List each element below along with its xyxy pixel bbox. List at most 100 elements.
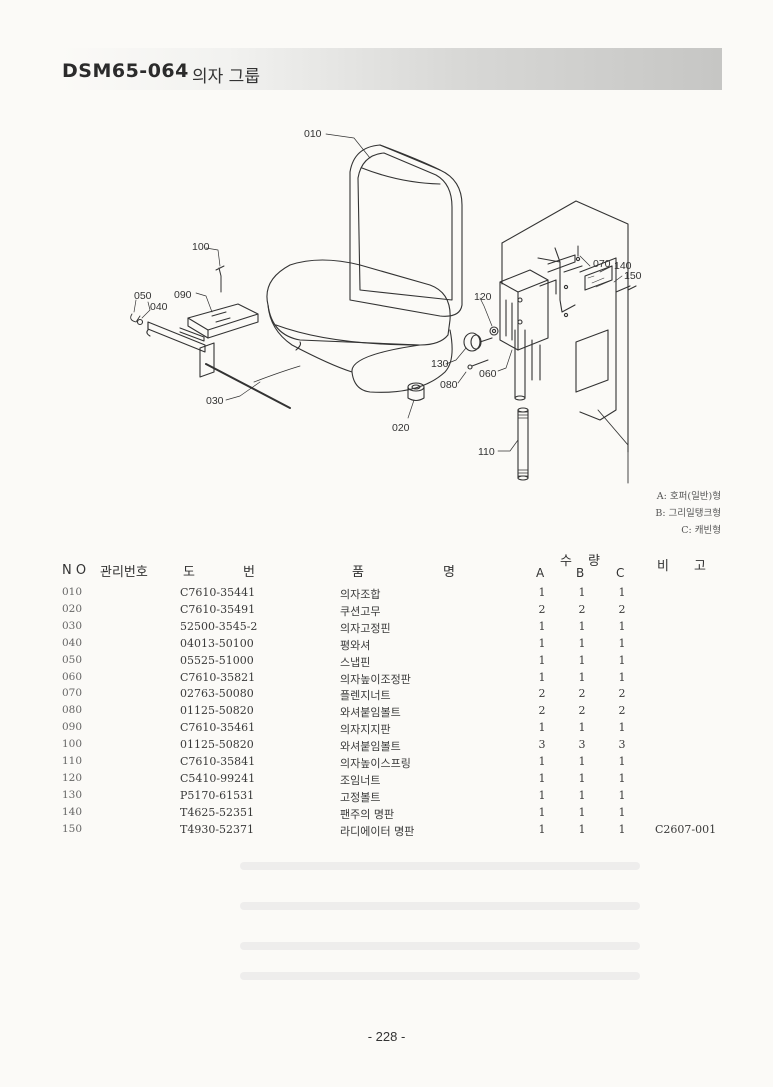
qty-b: 1 <box>578 755 586 768</box>
qty-c: 1 <box>618 788 626 802</box>
qty-c: 2 <box>618 704 626 718</box>
remark: C2607-001 <box>655 822 717 836</box>
header-band <box>60 48 722 90</box>
header-title: 의자 그룹 <box>192 67 260 87</box>
qty-a: 1 <box>538 619 546 633</box>
qty-b: 1 <box>578 771 586 785</box>
qty-c: 1 <box>618 721 626 735</box>
height-adjust-plate <box>499 269 557 351</box>
qty-a: 1 <box>538 636 546 650</box>
row-number: 110 <box>62 755 83 767</box>
part-code: 02763-50080 <box>180 687 254 701</box>
qty-a: 1 <box>538 771 546 785</box>
part-name: 조임너트 <box>340 773 381 787</box>
th-remarks-2: 고 <box>694 559 706 574</box>
callout-120: 120 <box>474 291 492 303</box>
th-part-2: 명 <box>443 565 455 580</box>
qty-a: 2 <box>538 687 546 701</box>
qty-c: 3 <box>618 738 626 752</box>
row-number: 040 <box>62 636 83 649</box>
qty-c: 1 <box>618 755 626 768</box>
row-number: 020 <box>62 602 83 615</box>
th-col-a: A <box>536 566 545 580</box>
callout-070: 070 <box>593 258 611 270</box>
qty-b: 1 <box>578 822 586 836</box>
qty-b: 1 <box>578 670 586 684</box>
callout-140: 140 <box>614 260 632 272</box>
support-plate <box>146 303 259 378</box>
part-code: C7610-35821 <box>180 670 256 684</box>
callout-080: 080 <box>440 379 458 391</box>
part-code: 04013-50100 <box>180 636 254 650</box>
qty-b: 1 <box>578 653 586 667</box>
part-code: P5170-61531 <box>180 788 255 802</box>
qty-a: 1 <box>538 822 546 836</box>
part-code: 01125-50820 <box>180 704 254 718</box>
part-name: 라디에이터 명판 <box>340 824 415 838</box>
row-number: 050 <box>62 653 83 666</box>
table-row: 130 P5170-61531 고정볼트 1 1 1 <box>0 789 773 806</box>
callout-020: 020 <box>392 422 410 434</box>
th-no: N O <box>62 563 87 578</box>
qty-b: 2 <box>578 687 586 701</box>
qty-c: 1 <box>618 822 626 836</box>
row-number: 030 <box>62 619 83 632</box>
row-number: 070 <box>62 687 83 700</box>
qty-c: 1 <box>618 805 626 819</box>
qty-a: 1 <box>538 755 546 768</box>
qty-c: 1 <box>618 636 626 650</box>
qty-b: 1 <box>578 586 586 599</box>
qty-c: 1 <box>618 619 626 633</box>
part-name: 평와셔 <box>340 638 371 652</box>
part-code: T4930-52371 <box>180 822 255 836</box>
row-number: 080 <box>62 704 83 717</box>
part-code: 01125-50820 <box>180 738 254 752</box>
scan-artifact <box>240 862 640 870</box>
part-name: 고정볼트 <box>340 790 381 804</box>
callout-010: 010 <box>304 128 322 140</box>
part-name: 팬주의 명판 <box>340 807 395 821</box>
seat-pin <box>205 363 291 409</box>
part-name: 플렌지너트 <box>340 689 391 703</box>
qty-b: 1 <box>578 805 586 819</box>
th-col-c: C <box>616 566 625 580</box>
qty-a: 1 <box>538 586 546 599</box>
qty-a: 3 <box>538 738 546 752</box>
scan-artifact <box>240 972 640 980</box>
qty-b: 1 <box>578 788 586 802</box>
part-name: 의자고정핀 <box>340 621 391 635</box>
qty-a: 1 <box>538 653 546 667</box>
qty-a: 1 <box>538 670 546 684</box>
seat-backrest <box>349 144 463 317</box>
qty-a: 1 <box>538 721 546 735</box>
callout-090: 090 <box>174 289 192 301</box>
seat-cushion <box>266 259 453 393</box>
qty-c: 1 <box>618 670 626 684</box>
qty-a: 1 <box>538 788 546 802</box>
row-number: 130 <box>62 788 83 801</box>
legend-a: A: 호퍼(일반)형 <box>656 491 721 502</box>
callout-050: 050 <box>134 290 152 302</box>
part-code: 52500-3545-2 <box>180 619 258 633</box>
header-code: DSM65-064 <box>62 60 189 82</box>
th-drawing-1: 도 <box>183 565 195 580</box>
part-name: 와셔붙임볼트 <box>340 740 401 754</box>
part-code: C5410-99241 <box>180 771 256 785</box>
part-name: 의자높이스프링 <box>340 757 411 770</box>
part-code: C7610-35841 <box>180 755 256 768</box>
callout-130: 130 <box>431 358 449 370</box>
qty-a: 2 <box>538 602 546 616</box>
legend-c: C: 캐빈형 <box>681 525 721 536</box>
th-col-b: B <box>576 566 585 580</box>
